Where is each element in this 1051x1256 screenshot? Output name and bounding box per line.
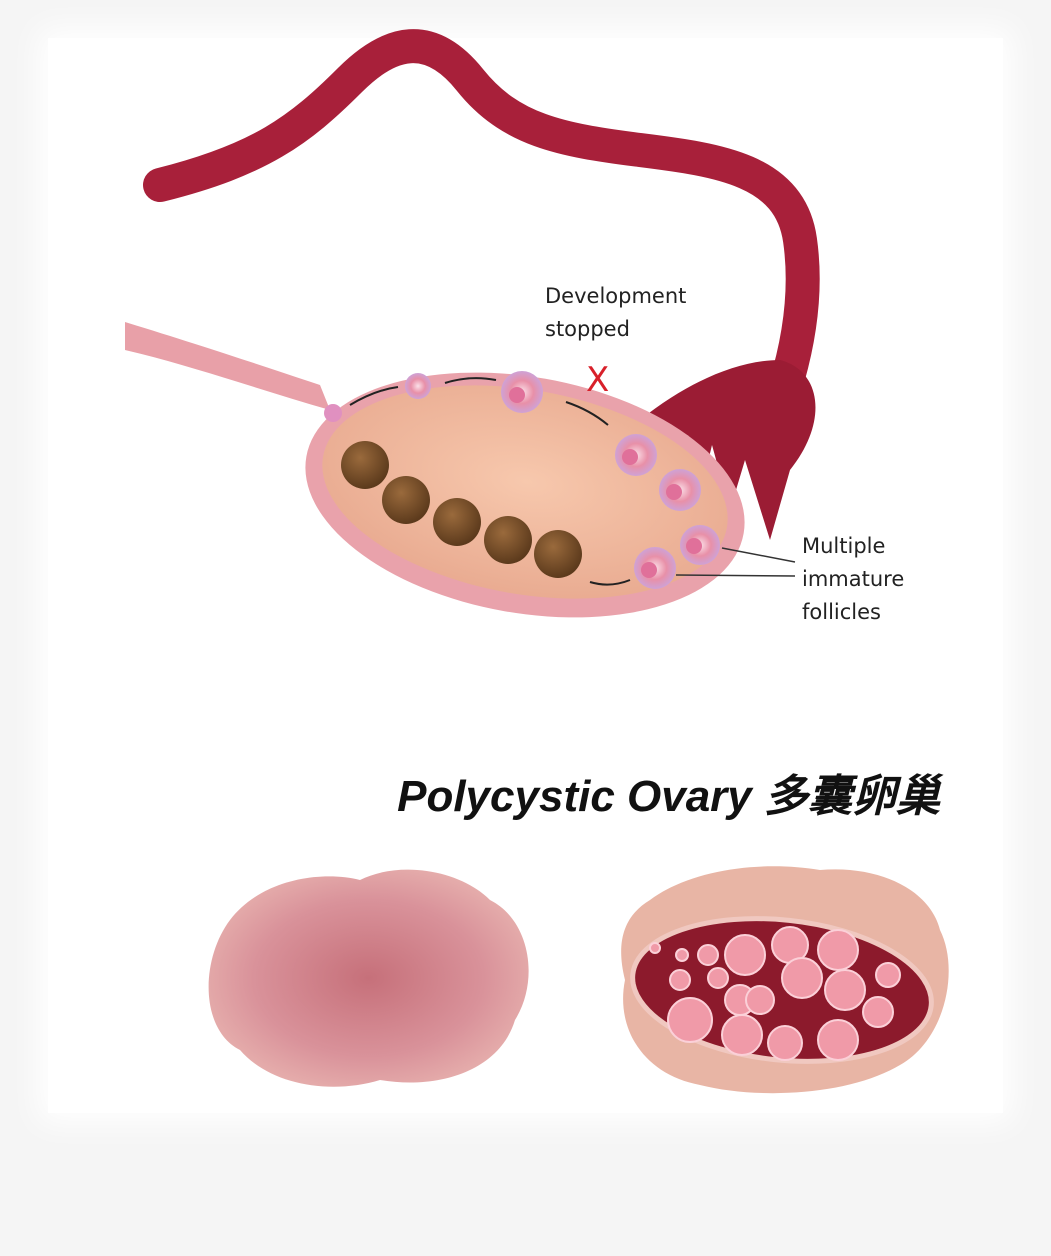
development-stopped-label: Development stopped: [545, 280, 686, 346]
ovarian-ligament: [125, 322, 330, 410]
label-line: follicles: [802, 600, 881, 624]
label-line: Development: [545, 284, 687, 308]
immature-follicles-label: Multiple immature follicles: [802, 530, 904, 629]
normal-ovary: [208, 869, 529, 1087]
fallopian-tube: [143, 29, 820, 447]
pointer-lines: [675, 547, 796, 577]
page-title: Polycystic Ovary 多囊卵巢: [397, 772, 940, 821]
immature-follicles: [324, 371, 720, 589]
label-line: immature: [802, 567, 905, 591]
mature-follicles: [341, 441, 582, 578]
cysts: [649, 926, 901, 1061]
progression-arrows: [349, 377, 631, 586]
stopped-x-mark: X: [586, 360, 610, 400]
label-line: stopped: [545, 317, 630, 341]
fimbriae: [640, 360, 816, 540]
label-line: Multiple: [802, 534, 886, 558]
